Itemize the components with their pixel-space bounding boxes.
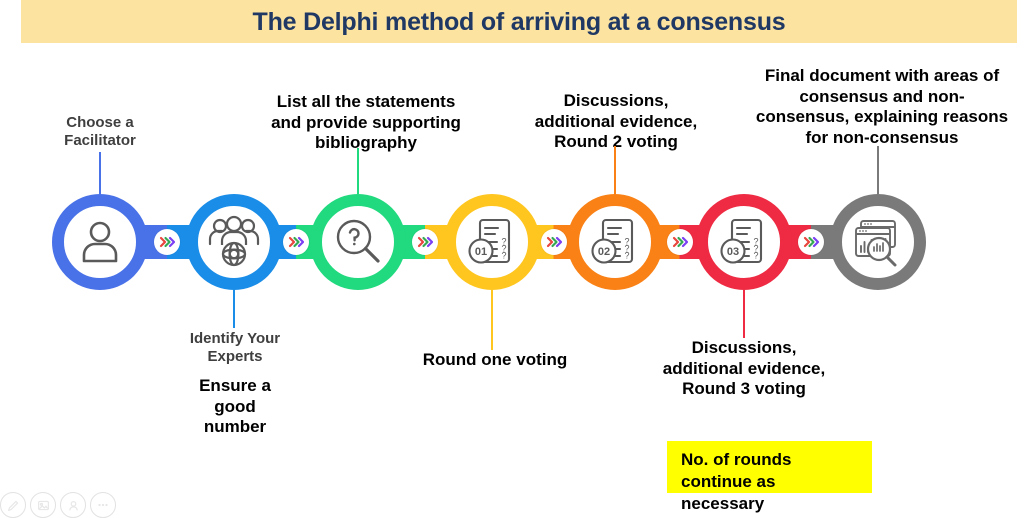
ballot-01-icon: ? ? ? 01 bbox=[464, 215, 520, 269]
page-title: The Delphi method of arriving at a conse… bbox=[252, 8, 786, 36]
callout-stem-5 bbox=[614, 146, 616, 194]
double-chevron-icon[interactable] bbox=[283, 229, 309, 255]
callout-stem-1 bbox=[99, 152, 101, 194]
double-chevron-icon[interactable] bbox=[666, 229, 693, 255]
callout-stem-4 bbox=[491, 290, 493, 350]
flow-step-4-label: Round one voting bbox=[422, 350, 568, 369]
flow-step-7[interactable] bbox=[830, 194, 926, 290]
bottom-toolbar bbox=[0, 492, 120, 518]
callout-stem-6 bbox=[743, 290, 745, 338]
double-chevron-icon[interactable] bbox=[798, 229, 824, 255]
svg-text:?: ? bbox=[502, 244, 507, 254]
flow-step-2[interactable] bbox=[186, 194, 282, 290]
dashboard-analysis-icon bbox=[849, 215, 907, 269]
callout-stem-3 bbox=[357, 148, 359, 194]
person-icon[interactable] bbox=[60, 492, 86, 518]
flow-step-3[interactable] bbox=[310, 194, 406, 290]
callout-stem-2 bbox=[233, 290, 235, 328]
flow-step-5[interactable]: ? ? ? 02 bbox=[567, 194, 663, 290]
double-chevron-icon[interactable] bbox=[540, 229, 567, 255]
svg-text:?: ? bbox=[625, 244, 630, 254]
title-band bbox=[21, 0, 1017, 43]
svg-text:?: ? bbox=[502, 251, 507, 261]
ballot-02-icon: ? ? ? 02 bbox=[587, 215, 643, 269]
svg-text:?: ? bbox=[625, 237, 630, 247]
group-of-experts-icon bbox=[205, 215, 263, 269]
flow-step-6-label: Discussions,additional evidence,Round 3 … bbox=[662, 338, 826, 399]
svg-text:01: 01 bbox=[475, 246, 487, 258]
flow-step-5-label: Discussions,additional evidence,Round 2 … bbox=[534, 91, 698, 152]
flow-step-1[interactable] bbox=[52, 194, 148, 290]
flow-step-6[interactable]: ? ? ? 03 bbox=[696, 194, 792, 290]
svg-text:?: ? bbox=[754, 244, 759, 254]
double-chevron-icon[interactable] bbox=[412, 229, 438, 255]
person-icon bbox=[73, 215, 127, 269]
pen-icon[interactable] bbox=[0, 492, 26, 518]
svg-text:02: 02 bbox=[598, 246, 610, 258]
ballot-03-icon: ? ? ? 03 bbox=[716, 215, 772, 269]
svg-text:?: ? bbox=[502, 237, 507, 247]
image-icon[interactable] bbox=[30, 492, 56, 518]
magnifier-question-icon bbox=[331, 215, 385, 269]
flow-step-4[interactable]: ? ? ? 01 bbox=[444, 194, 540, 290]
svg-text:?: ? bbox=[754, 251, 759, 261]
svg-text:?: ? bbox=[625, 251, 630, 261]
svg-text:03: 03 bbox=[727, 246, 739, 258]
double-chevron-icon[interactable] bbox=[154, 229, 180, 255]
svg-text:?: ? bbox=[754, 237, 759, 247]
more-dots-icon[interactable] bbox=[90, 492, 116, 518]
callout-stem-7 bbox=[877, 146, 879, 194]
